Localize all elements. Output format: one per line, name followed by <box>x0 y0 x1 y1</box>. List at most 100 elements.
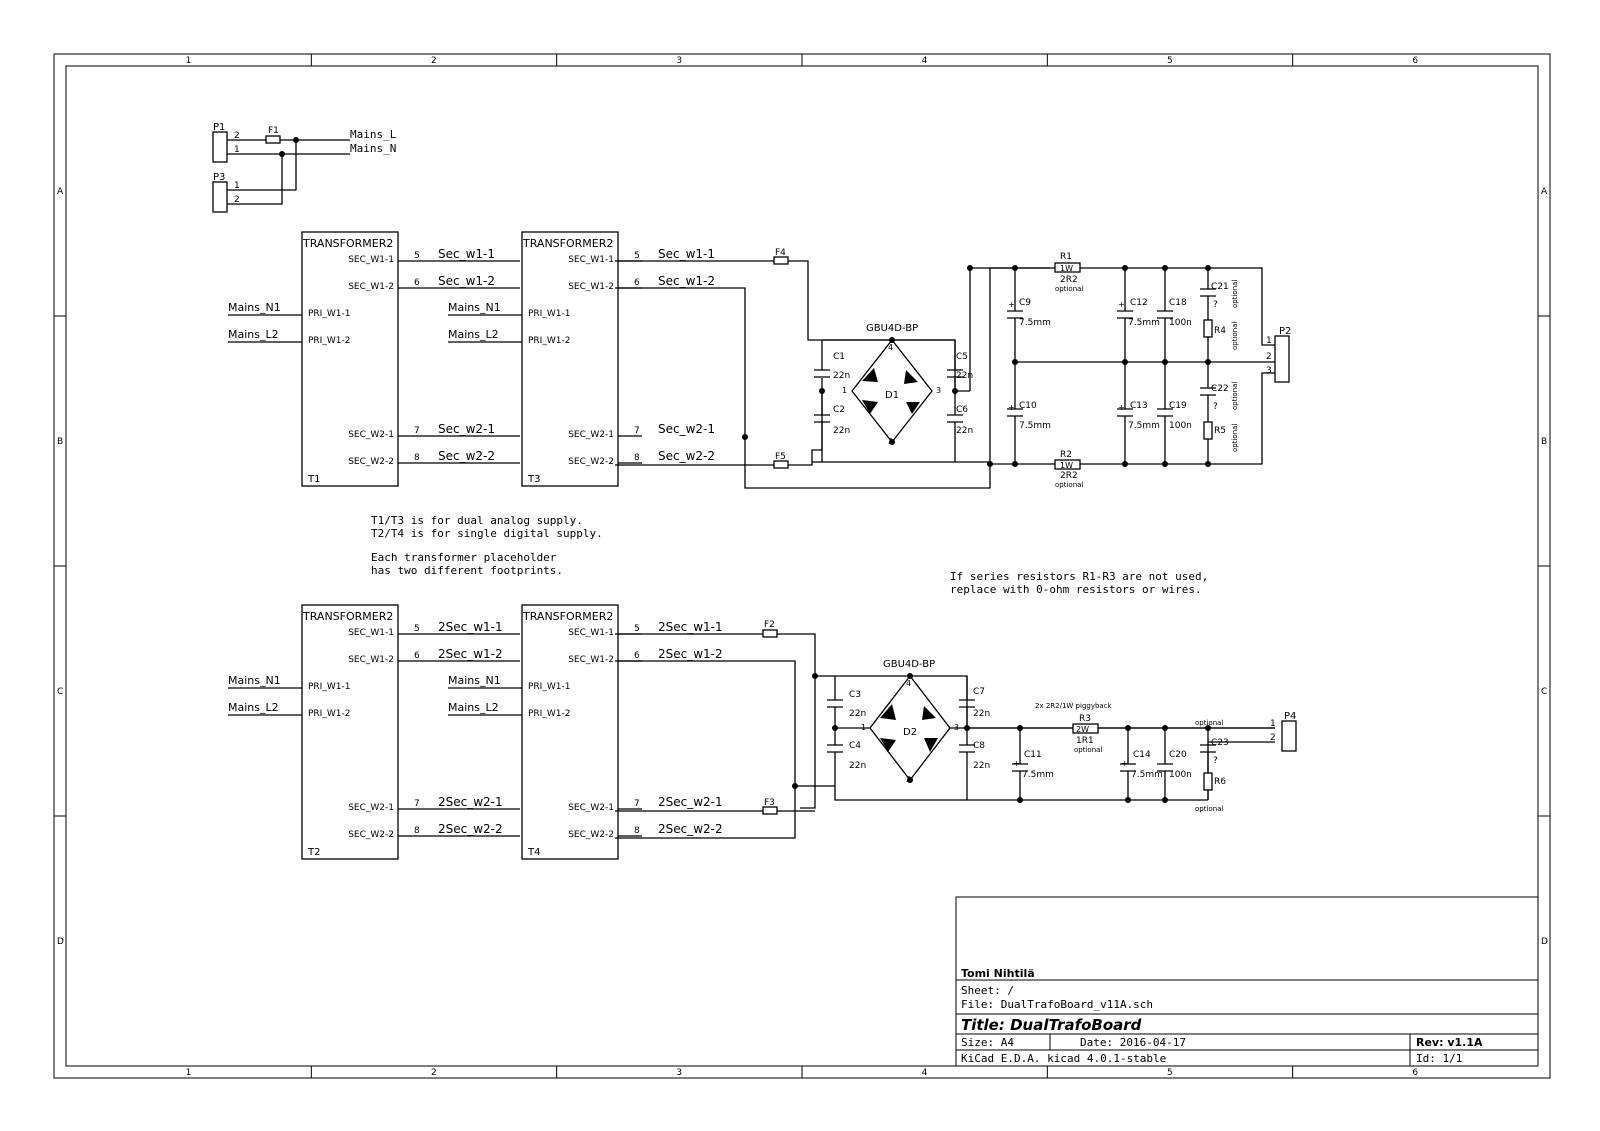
fuse-f2[interactable] <box>762 629 778 638</box>
d2-pin3: 3 <box>954 723 959 732</box>
c21-val: ? <box>1213 300 1218 310</box>
c6-val: 22n <box>956 426 973 436</box>
pin-label-sec-w2-2: SEC_W2-2 <box>568 457 614 467</box>
pin-label-pri-w1-1: PRI_W1-1 <box>528 682 570 692</box>
resistor-r1[interactable] <box>1054 262 1081 273</box>
connector-p1[interactable] <box>212 131 228 163</box>
connector-p3[interactable] <box>212 181 228 213</box>
fuse-f5[interactable] <box>773 460 789 469</box>
r3-val: 2W <box>1076 725 1089 734</box>
c7-val: 22n <box>973 709 990 719</box>
file-name: File: DualTrafoBoard_v11A.sch <box>961 998 1153 1011</box>
net-label-2sec_w2-1: 2Sec_w2-1 <box>658 795 723 809</box>
r1-val: 1W <box>1060 264 1073 273</box>
col-label-top: 4 <box>922 56 928 66</box>
author: Tomi Nihtilä <box>961 967 1035 980</box>
resistor-r6[interactable] <box>1203 772 1213 791</box>
resistor-r3[interactable] <box>1072 723 1099 734</box>
digital-supply: F2 F3 D2 GBU4D-BP 4 1 3 2 C3 22n <box>615 620 1297 839</box>
c4-val: 22n <box>849 761 866 771</box>
c22-ref: C22 <box>1211 384 1229 394</box>
resistor-r2[interactable] <box>1054 459 1081 470</box>
transformer-t3[interactable]: TRANSFORMER2SEC_W1-1SEC_W1-2PRI_W1-1PRI_… <box>448 231 715 487</box>
col-label-top: 5 <box>1167 56 1173 66</box>
c10-ref: C10 <box>1019 401 1037 411</box>
r2-alt: 2R2 <box>1060 471 1078 481</box>
c12-ref: C12 <box>1130 298 1148 308</box>
net-label-sec_w1-1: Sec_w1-1 <box>438 247 495 261</box>
net-label-primary: Mains_L2 <box>228 701 279 714</box>
transformer-t1[interactable]: TRANSFORMER2SEC_W1-1SEC_W1-2PRI_W1-1PRI_… <box>228 231 520 487</box>
c8-val: 22n <box>973 761 990 771</box>
pin-label-sec-w1-1: SEC_W1-1 <box>568 255 614 265</box>
c21-ref: C21 <box>1211 282 1229 292</box>
row-label-left: C <box>57 687 63 697</box>
sheet-title: Title: DualTrafoBoard <box>961 1016 1142 1034</box>
p4-ref: P4 <box>1284 711 1296 722</box>
f4-ref: F4 <box>775 248 786 258</box>
transformer-ref: T1 <box>307 474 320 485</box>
pin-number: 6 <box>414 278 420 288</box>
c3-ref: C3 <box>849 690 861 700</box>
pin-label-sec-w2-1: SEC_W2-1 <box>348 803 394 813</box>
fuse-f4[interactable] <box>773 256 789 265</box>
f1-ref: F1 <box>268 126 279 136</box>
pin-label-pri-w1-2: PRI_W1-2 <box>308 336 350 346</box>
analog-supply: F4 F5 D1 GBU4D-BP 4 1 3 2 C1 <box>615 248 1291 489</box>
net-label-sec_w2-2: Sec_w2-2 <box>658 449 715 463</box>
mains-input: P1 2 1 P3 1 2 F1 Mains_L Mains_N <box>212 122 397 213</box>
resistor-r4[interactable] <box>1203 319 1213 338</box>
fuse-f3[interactable] <box>762 806 778 815</box>
d2-pin4: 4 <box>906 679 911 688</box>
col-label-bottom: 2 <box>431 1068 437 1078</box>
connector-p2[interactable] <box>1274 335 1290 383</box>
title-block: Tomi Nihtilä Sheet: / File: DualTrafoBoa… <box>955 896 1539 1067</box>
c19-val: 100n <box>1169 421 1192 431</box>
c14-ref: C14 <box>1133 750 1151 760</box>
net-label-sec_w2-2: Sec_w2-2 <box>438 449 495 463</box>
pin-number: 5 <box>414 251 420 261</box>
pin-number: 8 <box>414 453 420 463</box>
resistor-r5[interactable] <box>1203 421 1213 440</box>
net-label-2sec_w1-2: 2Sec_w1-2 <box>438 647 503 661</box>
p2-pin3: 3 <box>1266 366 1272 376</box>
p4-pin1: 1 <box>1270 719 1276 729</box>
pin-number: 7 <box>634 799 640 809</box>
c3-val: 22n <box>849 709 866 719</box>
c10-val: 7.5mm <box>1019 421 1051 431</box>
c11-ref: C11 <box>1024 750 1042 760</box>
d1-part: GBU4D-BP <box>866 323 918 334</box>
p2-ref: P2 <box>1279 326 1291 337</box>
net-label-primary: Mains_N1 <box>448 301 501 314</box>
transformer-t4[interactable]: TRANSFORMER2SEC_W1-1SEC_W1-2PRI_W1-1PRI_… <box>448 604 723 860</box>
net-label-2sec_w2-1: 2Sec_w2-1 <box>438 795 503 809</box>
connector-p4[interactable] <box>1281 720 1297 752</box>
pin-number: 6 <box>634 651 640 661</box>
transformer-type: TRANSFORMER2 <box>302 237 393 250</box>
fuse-f1[interactable] <box>265 135 281 144</box>
r3-opt: optional <box>1074 746 1102 754</box>
sheet-date: Date: 2016-04-17 <box>1080 1036 1186 1049</box>
r1-alt: 2R2 <box>1060 275 1078 285</box>
c1-val: 22n <box>833 371 850 381</box>
r1-opt: optional <box>1055 285 1083 293</box>
row-label-right: D <box>1541 937 1548 947</box>
pin-label-sec-w1-2: SEC_W1-2 <box>568 282 614 292</box>
pin-number: 5 <box>634 624 640 634</box>
transformer-t2[interactable]: TRANSFORMER2SEC_W1-1SEC_W1-2PRI_W1-1PRI_… <box>228 604 520 860</box>
pin-label-pri-w1-2: PRI_W1-2 <box>528 336 570 346</box>
d1-pin1: 1 <box>842 386 847 395</box>
net-mains-l: Mains_L <box>350 128 397 141</box>
net-label-sec_w1-2: Sec_w1-2 <box>438 274 495 288</box>
transformer-type: TRANSFORMER2 <box>522 237 613 250</box>
c9-plus: + <box>1008 300 1015 309</box>
net-label-sec_w1-2: Sec_w1-2 <box>658 274 715 288</box>
pin-label-sec-w2-2: SEC_W2-2 <box>348 830 394 840</box>
c9-val: 7.5mm <box>1019 318 1051 328</box>
c5-ref: C5 <box>956 352 968 362</box>
pin-label-sec-w2-1: SEC_W2-1 <box>348 430 394 440</box>
p1-pin2: 2 <box>234 131 240 141</box>
c22-opt: optional <box>1231 382 1239 410</box>
